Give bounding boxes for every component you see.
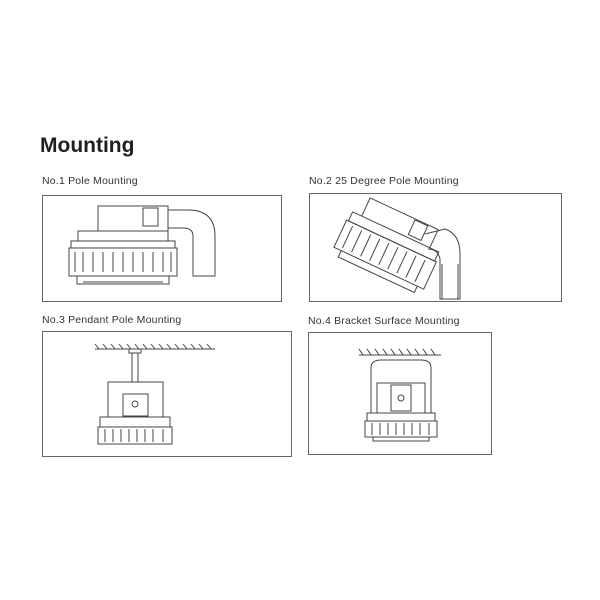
bracket-surface-mounting-drawing xyxy=(308,332,492,455)
figure-caption-3: No.3 Pendant Pole Mounting xyxy=(42,314,182,326)
section-title: Mounting xyxy=(40,134,135,157)
pole-mounting-drawing xyxy=(42,195,282,302)
figure-caption-1: No.1 Pole Mounting xyxy=(42,175,138,187)
25-degree-pole-mounting-drawing xyxy=(309,193,562,302)
figure-caption-2: No.2 25 Degree Pole Mounting xyxy=(309,175,459,187)
figure-caption-4: No.4 Bracket Surface Mounting xyxy=(308,315,460,327)
pendant-pole-mounting-drawing xyxy=(42,331,292,457)
